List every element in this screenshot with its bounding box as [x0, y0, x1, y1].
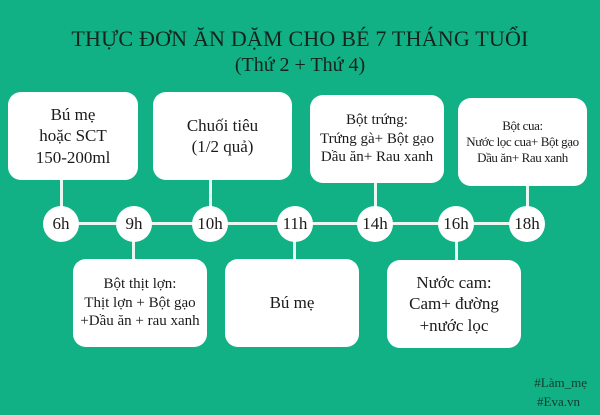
hashtag-lam-me: #Làm_mẹ	[534, 375, 587, 390]
meal-16h-line-3: +nước lọc	[419, 315, 489, 335]
connector-10h	[209, 180, 212, 210]
meal-16h-line-2: Cam+ đường	[409, 294, 499, 314]
time-node-18h: 18h	[509, 206, 545, 242]
meal-10h-line-2: (1/2 quả)	[191, 137, 254, 156]
meal-box-10h: Chuối tiêu (1/2 quả)	[153, 92, 292, 180]
meal-18h-line-3: Dầu ăn+ Rau xanh	[477, 150, 568, 166]
time-node-16h: 16h	[438, 206, 474, 242]
meal-11h-line-1: Bú mẹ	[269, 293, 315, 313]
meal-6h-line-2: hoặc SCT	[39, 126, 107, 146]
meal-box-9h: Bột thịt lợn: Thịt lợn + Bột gạo +Dầu ăn…	[73, 259, 207, 347]
time-node-9h: 9h	[116, 206, 152, 242]
time-node-14h: 14h	[357, 206, 393, 242]
meal-14h-line-2: Trứng gà+ Bột gạo	[320, 130, 434, 147]
diagram-title: THỰC ĐƠN ĂN DẶM CHO BÉ 7 THÁNG TUỔI	[71, 26, 529, 51]
meal-14h-line-3: Dầu ăn+ Rau xanh	[320, 149, 434, 166]
meal-box-11h: Bú mẹ	[225, 259, 359, 347]
meal-box-16h: Nước cam: Cam+ đường +nước lọc	[387, 260, 521, 348]
meal-9h-line-2: Thịt lợn + Bột gạo	[84, 294, 196, 311]
time-node-6h: 6h	[43, 206, 79, 242]
meal-16h-line-1: Nước cam:	[416, 273, 492, 293]
hashtag-eva: #Eva.vn	[537, 394, 580, 409]
meal-box-18h: Bột cua: Nước lọc cua+ Bột gạo Dầu ăn+ R…	[458, 98, 587, 186]
time-node-11h: 11h	[277, 206, 313, 242]
meal-9h-line-3: +Dầu ăn + rau xanh	[80, 313, 200, 330]
meal-6h-line-1: Bú mẹ	[50, 105, 96, 125]
meal-18h-line-1: Bột cua:	[502, 117, 543, 133]
meal-6h-line-3: 150-200ml	[35, 147, 111, 167]
connector-18h	[526, 186, 529, 210]
meal-14h-line-1: Bột trứng:	[346, 111, 408, 128]
diagram-subtitle: (Thứ 2 + Thứ 4)	[234, 54, 366, 76]
connector-14h	[374, 183, 377, 210]
meal-10h-line-1: Chuối tiêu	[186, 115, 259, 135]
time-node-10h: 10h	[192, 206, 228, 242]
connector-16h	[455, 238, 458, 261]
meal-18h-line-2: Nước lọc cua+ Bột gạo	[466, 133, 579, 149]
meal-box-14h: Bột trứng: Trứng gà+ Bột gạo Dầu ăn+ Rau…	[310, 95, 444, 183]
connector-11h	[293, 238, 296, 260]
connector-6h	[60, 180, 63, 210]
connector-9h	[132, 238, 135, 260]
meal-9h-line-1: Bột thịt lợn:	[103, 275, 177, 292]
meal-box-6h: Bú mẹ hoặc SCT 150-200ml	[8, 92, 138, 180]
